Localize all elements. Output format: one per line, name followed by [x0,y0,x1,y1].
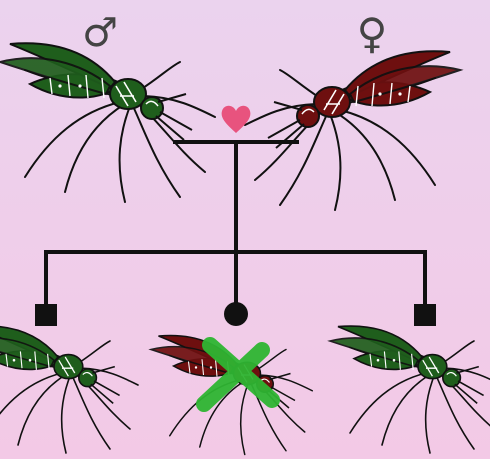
offspring-1-male-square-marker [35,304,57,326]
offspring-2-female-circle-marker [224,302,248,326]
female-symbol-icon: ♀ [357,9,388,58]
male-symbol-icon: ♂ [82,10,118,56]
offspring-3-male-square-marker [414,304,436,326]
